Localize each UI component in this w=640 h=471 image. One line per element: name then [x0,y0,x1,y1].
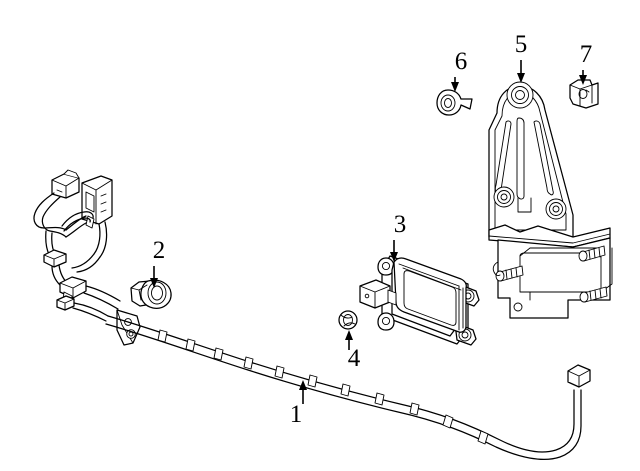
sensor-mounting-bracket [488,81,613,319]
harness-clip-upper [43,249,67,268]
callout-5: 5 [515,31,528,83]
callout-1: 1 [290,380,307,428]
park-assist-sensor [130,279,172,309]
radar-sensor-module [359,255,480,346]
harness-end-connector-left [51,169,80,199]
sensor-mount-nut [338,310,358,330]
callout-3: 3 [390,211,406,262]
callout-1-label: 1 [290,401,303,428]
callout-3-label: 3 [394,211,407,238]
callout-2-label: 2 [153,237,166,264]
bracket-threaded-studs [495,245,608,303]
sensor-housing-upper [81,175,113,229]
callout-7: 7 [579,41,592,85]
harness-retainer-clip [569,79,599,109]
module-connector-boss [359,279,397,309]
callout-4-label: 4 [348,345,361,372]
callout-4: 4 [345,330,361,372]
callout-5-label: 5 [515,31,528,58]
harness-main-run [105,315,591,460]
harness-retainer-bands [157,329,489,445]
harness-end-connector-right [567,364,591,388]
bracket-mount-nut [436,89,473,116]
callout-6-label: 6 [455,48,468,75]
callout-7-label: 7 [580,41,593,68]
harness-mount-bracket-tab [116,309,141,346]
callout-layer: 1 2 3 4 [150,31,592,428]
wire-harness-assembly [33,169,141,346]
callout-6: 6 [451,48,467,92]
callout-2: 2 [150,237,165,288]
